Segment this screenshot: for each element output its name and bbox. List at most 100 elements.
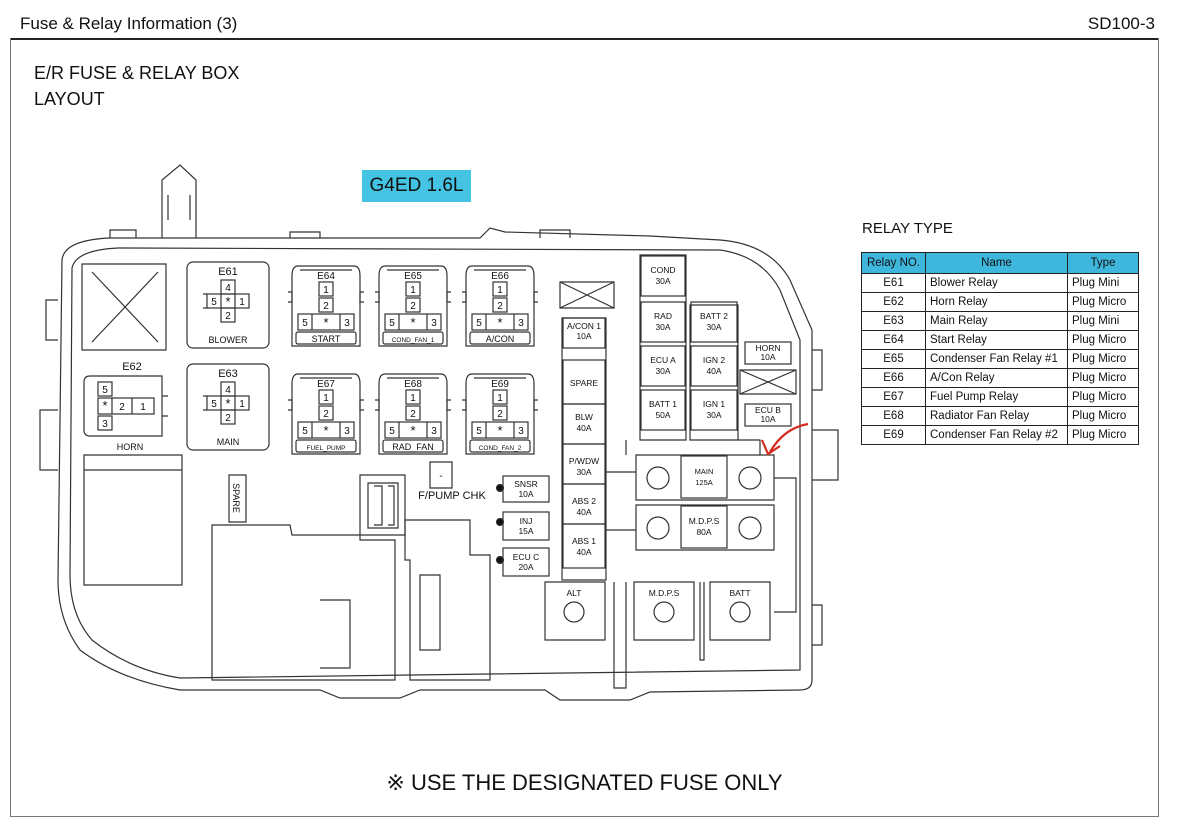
fuse-ign1-amp: 30A [706, 410, 721, 420]
fuse-batt2-amp: 30A [706, 322, 721, 332]
relay-pin: * [497, 423, 502, 438]
relay-type-cell: Plug Micro [1067, 330, 1139, 350]
relay-no-cell: E63 [861, 311, 926, 331]
e66-id: E66 [491, 271, 509, 282]
relay-type-title: RELAY TYPE [862, 220, 953, 237]
e64-id: E64 [317, 271, 335, 282]
relay-pin: 4 [225, 283, 231, 294]
connector-dot-3 [495, 555, 505, 565]
relay-pin: 5 [102, 385, 108, 396]
layout-title-line-2: LAYOUT [34, 89, 105, 109]
relay-pin: 1 [323, 285, 329, 296]
relay-no-cell: E68 [861, 406, 926, 426]
fuse-ecua-amp: 30A [655, 366, 670, 376]
col-relay-no: Relay NO. [861, 252, 926, 274]
connector-dot-1 [495, 483, 505, 493]
relay-pin: 2 [410, 409, 416, 420]
fpump-chk-dash: - [439, 471, 442, 482]
relay-pin: * [410, 315, 415, 330]
fuse-batt1-amp: 50A [655, 410, 670, 420]
e61-id: E61 [218, 266, 238, 278]
relay-pin: 3 [431, 426, 437, 437]
relay-pin: 2 [119, 402, 125, 413]
relay-pin: 5 [302, 318, 308, 329]
fuse-abs1-amp: 40A [576, 547, 591, 557]
fuse-abs2-amp: 40A [576, 507, 591, 517]
fuse-ecub [744, 403, 792, 427]
relay-name-cell: Main Relay [925, 311, 1068, 331]
relay-pin: * [410, 423, 415, 438]
relay-pin: 5 [302, 426, 308, 437]
relay-pin: 5 [211, 399, 217, 410]
fuse-mdps-amp: 80A [696, 527, 711, 537]
fuse-blw-name: BLW [575, 412, 593, 422]
relay-name-cell: A/Con Relay [925, 368, 1068, 388]
relay-name-cell: Condenser Fan Relay #2 [925, 425, 1068, 445]
relay-type-cell: Plug Micro [1067, 387, 1139, 407]
fuse-rad [640, 301, 686, 343]
fuse-ecuc-amp: 20A [518, 562, 533, 572]
fuse-ecuc-name: ECU C [513, 552, 539, 562]
e67-id: E67 [317, 379, 335, 390]
fuse-inj-amp: 15A [518, 526, 533, 536]
fuse-notice: ※ USE THE DESIGNATED FUSE ONLY [386, 770, 783, 795]
relay-pin: 3 [518, 318, 524, 329]
fuse-batt1-name: BATT 1 [649, 399, 677, 409]
relay-pin: 3 [344, 426, 350, 437]
fuse-acon1-amp: 10A [576, 331, 591, 341]
relay-name-cell: Radiator Fan Relay [925, 406, 1068, 426]
terminal-alt-label: ALT [567, 588, 582, 598]
fuse-batt1 [640, 389, 686, 431]
page-frame [10, 38, 1159, 817]
page-header: Fuse & Relay Information (3) SD100-3 [10, 4, 1159, 40]
fuse-ign2 [690, 345, 738, 387]
fuse-mdps [680, 505, 728, 549]
relay-pin: 2 [323, 301, 329, 312]
fuse-mdps-name: M.D.P.S [689, 516, 720, 526]
terminal-mdps-label: M.D.P.S [649, 588, 680, 598]
e69-label: COND_FAN_2 [479, 445, 522, 452]
relay-no-cell: E62 [861, 292, 926, 312]
relay-name-cell: Blower Relay [925, 273, 1068, 293]
bolt-terminal-2 [738, 466, 762, 490]
relay-type-cell: Plug Micro [1067, 292, 1139, 312]
relay-pin: 5 [476, 318, 482, 329]
fuse-main-amp: 125A [695, 478, 713, 487]
fuse-ecua [640, 345, 686, 387]
engine-badge: G4ED 1.6L [362, 170, 471, 202]
fuse-blw-amp: 40A [576, 423, 591, 433]
relay-pin: * [323, 315, 328, 330]
relay-no-cell: E64 [861, 330, 926, 350]
fuse-column-left [495, 255, 792, 623]
relay-type-cell: Plug Micro [1067, 406, 1139, 426]
fuse-rad-name: RAD [654, 311, 672, 321]
bolt-terminal-1 [646, 466, 670, 490]
relay-pin: 4 [225, 385, 231, 396]
fuse-cond-amp: 30A [655, 276, 670, 286]
relay-name-cell: Fuel Pump Relay [925, 387, 1068, 407]
page-code: SD100-3 [1087, 14, 1155, 33]
fuse-spare-name: SPARE [570, 378, 599, 388]
relay-pin: 5 [389, 318, 395, 329]
relay-pin: 3 [344, 318, 350, 329]
fuse-snsr-name: SNSR [514, 479, 538, 489]
fuse-inj-name: INJ [520, 516, 533, 526]
relay-no-cell: E61 [861, 273, 926, 293]
e68-id: E68 [404, 379, 422, 390]
relay-pin: * [323, 423, 328, 438]
fuse-horn-name: HORN [755, 343, 780, 353]
e66-label: A/CON [486, 334, 515, 344]
fuse-inj [502, 511, 550, 541]
